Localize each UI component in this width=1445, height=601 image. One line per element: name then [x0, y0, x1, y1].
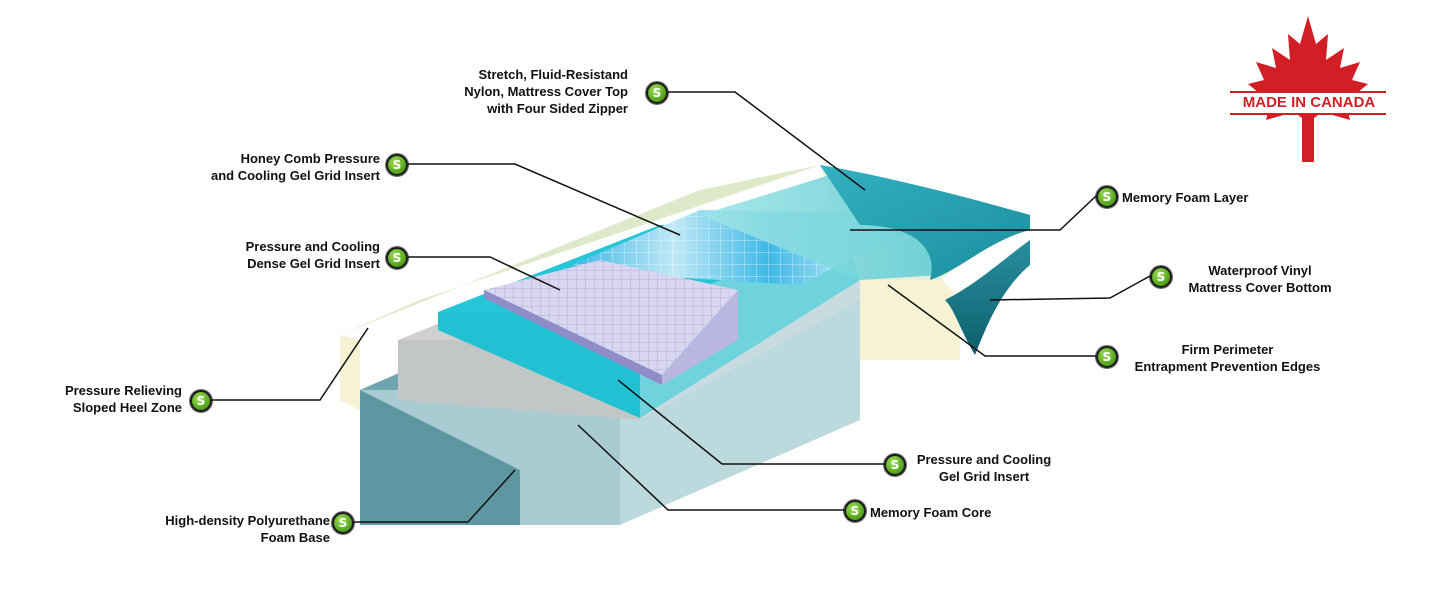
made-in-canada-badge: MADE IN CANADA [1228, 14, 1388, 164]
leader-firm-perimeter [887, 284, 1096, 357]
perimeter-left-front [340, 335, 360, 410]
badge-text: MADE IN CANADA [1242, 94, 1376, 111]
leader-sloped-heel-zone [212, 327, 369, 401]
perimeter-right-front [860, 265, 960, 360]
marker-gel-grid-insert-icon: S [884, 454, 906, 476]
maple-leaf-icon [1230, 16, 1386, 162]
marker-sloped-heel-zone-icon: S [190, 390, 212, 412]
marker-dense-gel-grid-icon: S [386, 247, 408, 269]
marker-honey-comb-grid-icon: S [386, 154, 408, 176]
leader-gel-grid-insert [617, 379, 884, 465]
marker-memory-foam-core-icon: S [844, 500, 866, 522]
leader-stretch-nylon-cover [668, 91, 866, 191]
marker-vinyl-cover-bottom-icon: S [1150, 266, 1172, 288]
callout-memory-foam-core: Memory Foam Core [870, 505, 992, 520]
callout-memory-foam-layer: Memory Foam Layer [1122, 190, 1249, 205]
vinyl-cover-flap [945, 240, 1030, 355]
leader-polyurethane-base [354, 469, 516, 523]
leader-memory-foam-layer [850, 195, 1097, 231]
leader-memory-foam-core [577, 424, 844, 511]
dense-grid-edge [484, 290, 662, 385]
marker-polyurethane-base-icon: S [332, 512, 354, 534]
marker-firm-perimeter-icon: S [1096, 346, 1118, 368]
polyurethane-base-side [620, 285, 860, 525]
polyurethane-base-step [360, 390, 520, 525]
marker-stretch-nylon-cover-icon: S [646, 82, 668, 104]
leader-vinyl-cover-bottom [989, 275, 1151, 301]
leader-honey-comb-grid [408, 163, 681, 236]
marker-memory-foam-layer-icon: S [1096, 186, 1118, 208]
leader-dense-gel-grid [408, 256, 561, 291]
memory-foam-peel [820, 165, 1030, 280]
